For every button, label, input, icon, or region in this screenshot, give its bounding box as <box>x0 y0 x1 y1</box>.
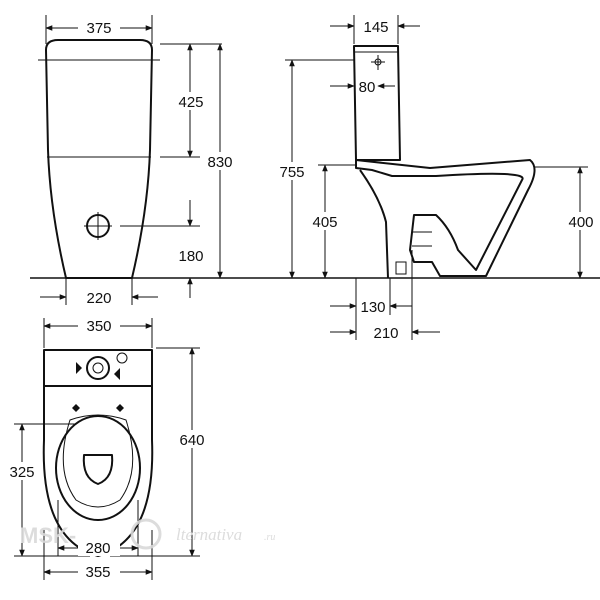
front-view: 375 425 180 830 220 <box>38 15 240 307</box>
dim-top-bowl-width: 355 <box>85 564 110 581</box>
dim-side-seat-height: 400 <box>568 214 593 231</box>
watermark-logo-icon <box>130 518 162 550</box>
dim-top-tank-width: 350 <box>86 318 111 335</box>
dim-side-outlet-depth: 210 <box>373 325 398 342</box>
watermark-brand-right: lternativa <box>176 525 242 544</box>
fixing-point-icon <box>72 404 80 412</box>
dim-side-rear-seat-height: 405 <box>312 214 337 231</box>
fixing-point-icon <box>116 404 124 412</box>
side-tank-outline <box>353 45 401 161</box>
watermark-tld: .ru <box>264 532 275 543</box>
dim-side-outlet-offset: 130 <box>360 299 385 316</box>
dim-label-bg <box>172 246 212 264</box>
top-bowl-inner <box>62 414 134 508</box>
dim-top-inner-width: 280 <box>85 540 110 557</box>
dim-front-base-width: 220 <box>86 290 111 307</box>
dim-side-tank-height: 755 <box>279 164 304 181</box>
dim-label-bg <box>78 562 120 580</box>
dim-front-total-height: 830 <box>207 154 232 171</box>
top-bowl-opening <box>82 454 114 485</box>
outlet-valve-icon <box>86 356 110 380</box>
dim-side-inlet-offset: 80 <box>359 79 376 96</box>
dim-label-bg <box>172 430 212 448</box>
dim-front-width: 375 <box>86 20 111 37</box>
fixing-point-icon <box>76 362 82 374</box>
watermark: MSK- lternativa .ru <box>20 518 275 550</box>
dim-front-inlet-height: 180 <box>178 248 203 265</box>
dim-label-bg <box>563 212 600 230</box>
dim-top-seat-depth: 325 <box>9 464 34 481</box>
outlet-valve-inner-icon <box>92 362 104 374</box>
top-tank-outline <box>43 349 153 387</box>
front-view-outline <box>45 39 153 279</box>
dim-label-bg <box>2 462 42 480</box>
dim-label-bg <box>200 152 240 170</box>
dim-label-bg <box>78 317 120 335</box>
fixing-bracket-icon <box>395 261 407 275</box>
dim-label-bg <box>172 92 212 110</box>
dim-label-bg <box>78 538 120 556</box>
side-bowl-outline <box>355 159 536 277</box>
flush-button-top-icon <box>116 352 128 364</box>
side-pedestal-outline <box>359 169 389 279</box>
side-view: 145 80 755 405 400 130 210 <box>272 15 600 342</box>
watermark-brand-left: MSK- <box>20 523 76 548</box>
dim-label-bg <box>305 212 345 230</box>
dim-side-tank-depth: 145 <box>363 19 388 36</box>
dim-top-length: 640 <box>179 432 204 449</box>
fixing-point-icon <box>114 368 120 380</box>
top-view: 350 640 325 280 355 <box>2 317 212 581</box>
top-seat-outline <box>55 415 141 521</box>
dim-front-tank-height: 425 <box>178 94 203 111</box>
dim-label-bg <box>272 162 312 180</box>
dim-label-bg <box>78 18 120 36</box>
